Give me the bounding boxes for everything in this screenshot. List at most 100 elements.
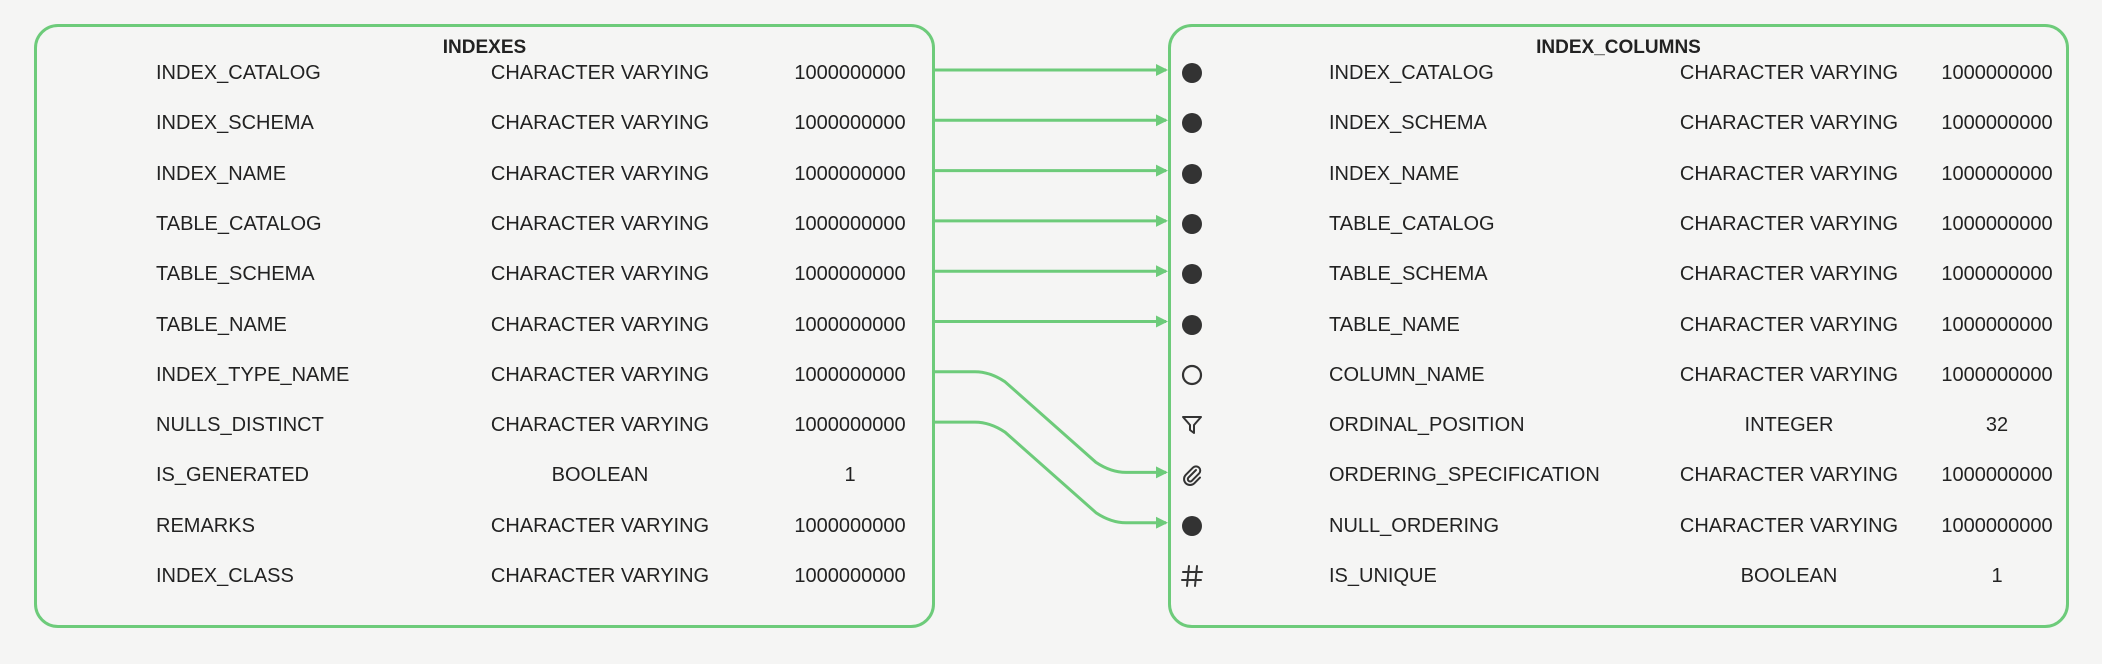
column-size: 1000000000 [1941, 464, 2053, 487]
filled-circle-icon [1179, 60, 1205, 86]
column-name: INDEX_CATALOG [156, 62, 321, 84]
column-type: CHARACTER VARYING [490, 112, 710, 135]
column-name: REMARKS [156, 514, 255, 537]
relationship-arrow [935, 370, 1168, 479]
table-row[interactable]: ORDINAL_POSITION INTEGER 32 [1171, 405, 2066, 445]
table-row[interactable]: ORDERING_SPECIFICATION CHARACTER VARYING 1… [1171, 455, 2066, 495]
column-name: TABLE_NAME [156, 313, 287, 336]
table-row[interactable]: IS_GENERATED BOOLEAN 1 [37, 455, 932, 495]
table-row[interactable]: INDEX_NAME CHARACTER VARYING 1000000000 [1171, 154, 2066, 194]
column-size: 1 [844, 464, 856, 487]
table-row[interactable]: TABLE_CATALOG CHARACTER VARYING 1000000000 [1171, 204, 2066, 244]
table-row[interactable]: INDEX_CLASS CHARACTER VARYING 1000000000 [37, 556, 932, 596]
column-name: INDEX_SCHEMA [156, 112, 314, 135]
relationship-arrow [935, 420, 1168, 529]
column-size: 1000000000 [794, 62, 906, 84]
column-type: CHARACTER VARYING [490, 263, 710, 286]
column-type: CHARACTER VARYING [1679, 112, 1899, 135]
hash-icon [1179, 563, 1205, 589]
column-type: CHARACTER VARYING [1679, 313, 1899, 336]
column-name: INDEX_CATALOG [1329, 62, 1494, 84]
table-row[interactable]: COLUMN_NAME CHARACTER VARYING 1000000000 [1171, 355, 2066, 395]
filled-circle-icon [1179, 261, 1205, 287]
column-name: NULLS_DISTINCT [156, 414, 324, 437]
table-row[interactable]: INDEX_NAME CHARACTER VARYING 1000000000 [37, 154, 932, 194]
table-row[interactable]: NULLS_DISTINCT CHARACTER VARYING 100000000… [37, 405, 932, 445]
table-row[interactable]: IS_UNIQUE BOOLEAN 1 [1171, 556, 2066, 596]
column-type: CHARACTER VARYING [490, 363, 710, 386]
column-size: 1000000000 [794, 112, 906, 135]
column-size: 32 [1985, 414, 2009, 437]
column-name: TABLE_SCHEMA [1329, 263, 1488, 286]
table-row[interactable]: INDEX_TYPE_NAME CHARACTER VARYING 10000000… [37, 355, 932, 395]
index-columns-table-title: INDEX_COLUMNS [1536, 37, 1701, 58]
index-columns-table[interactable]: INDEX_COLUMNS INDEX_CATALOG CHARACTER VAR… [1168, 24, 2069, 628]
column-type: CHARACTER VARYING [490, 514, 710, 537]
paperclip-icon [1179, 462, 1205, 488]
column-name: INDEX_SCHEMA [1329, 112, 1487, 135]
column-size: 1000000000 [1941, 363, 2053, 386]
column-name: TABLE_CATALOG [156, 212, 322, 235]
filter-icon [1179, 412, 1205, 438]
column-size: 1000000000 [794, 212, 906, 235]
column-type: CHARACTER VARYING [1679, 464, 1899, 487]
filled-circle-icon [1179, 211, 1205, 237]
column-size: 1000000000 [1941, 313, 2053, 336]
column-name: IS_GENERATED [156, 464, 309, 487]
column-name: TABLE_SCHEMA [156, 263, 315, 286]
column-size: 1000000000 [1941, 112, 2053, 135]
column-type: BOOLEAN [1740, 565, 1838, 587]
indexes-table-title: INDEXES [442, 37, 527, 58]
column-size: 1000000000 [794, 313, 906, 336]
column-size: 1000000000 [1941, 212, 2053, 235]
column-type: CHARACTER VARYING [490, 62, 710, 84]
column-type: CHARACTER VARYING [490, 212, 710, 235]
table-row[interactable]: TABLE_CATALOG CHARACTER VARYING 1000000000 [37, 204, 932, 244]
column-size: 1000000000 [794, 263, 906, 286]
column-name: INDEX_NAME [1329, 162, 1460, 185]
column-name: COLUMN_NAME [1329, 363, 1485, 386]
table-row[interactable]: REMARKS CHARACTER VARYING 1000000000 [37, 506, 932, 546]
column-name: INDEX_CLASS [156, 565, 294, 587]
filled-circle-icon [1179, 513, 1205, 539]
column-type: CHARACTER VARYING [1679, 162, 1899, 185]
column-name: ORDINAL_POSITION [1329, 414, 1525, 437]
column-name: IS_UNIQUE [1329, 565, 1437, 587]
table-row[interactable]: TABLE_SCHEMA CHARACTER VARYING 1000000000 [1171, 254, 2066, 294]
column-type: CHARACTER VARYING [1679, 363, 1899, 386]
column-size: 1000000000 [794, 162, 906, 185]
column-type: CHARACTER VARYING [1679, 62, 1899, 84]
table-row[interactable]: INDEX_SCHEMA CHARACTER VARYING 1000000000 [37, 103, 932, 143]
column-type: CHARACTER VARYING [1679, 263, 1899, 286]
column-size: 1000000000 [794, 514, 906, 537]
table-row[interactable]: INDEX_SCHEMA CHARACTER VARYING 1000000000 [1171, 103, 2066, 143]
column-name: TABLE_CATALOG [1329, 212, 1495, 235]
filled-circle-icon [1179, 110, 1205, 136]
column-size: 1000000000 [794, 363, 906, 386]
table-row[interactable]: TABLE_SCHEMA CHARACTER VARYING 1000000000 [37, 254, 932, 294]
column-size: 1000000000 [794, 565, 906, 587]
filled-circle-icon [1179, 312, 1205, 338]
column-name: INDEX_NAME [156, 162, 287, 185]
column-size: 1000000000 [794, 414, 906, 437]
column-size: 1000000000 [1941, 263, 2053, 286]
hollow-circle-icon [1179, 362, 1205, 388]
column-type: CHARACTER VARYING [490, 162, 710, 185]
table-row[interactable]: INDEX_CATALOG CHARACTER VARYING 1000000000 [37, 53, 932, 93]
column-type: CHARACTER VARYING [1679, 212, 1899, 235]
indexes-table[interactable]: INDEXES INDEX_CATALOG CHARACTER VARYING 10… [34, 24, 935, 628]
column-type: BOOLEAN [551, 464, 649, 487]
column-name: ORDERING_SPECIFICATION [1329, 464, 1600, 487]
column-type: CHARACTER VARYING [490, 414, 710, 437]
filled-circle-icon [1179, 161, 1205, 187]
column-type: CHARACTER VARYING [490, 565, 710, 587]
column-size: 1000000000 [1941, 514, 2053, 537]
column-size: 1 [1991, 565, 2003, 587]
column-name: INDEX_TYPE_NAME [156, 363, 350, 386]
column-size: 1000000000 [1941, 162, 2053, 185]
column-type: INTEGER [1744, 414, 1834, 437]
